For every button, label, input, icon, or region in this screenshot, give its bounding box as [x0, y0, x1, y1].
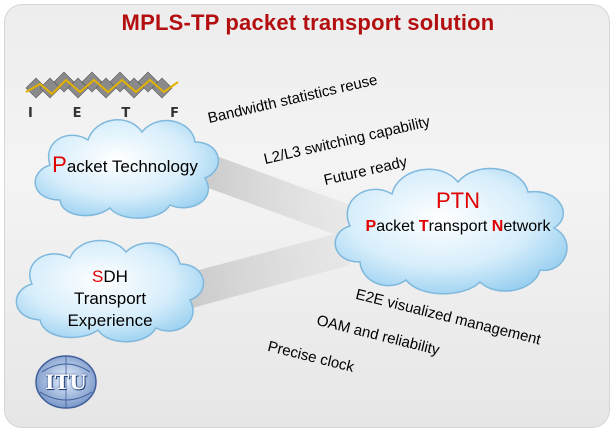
sdh-rest: DH [103, 267, 128, 286]
sdh-initial: S [92, 267, 104, 286]
ietf-logo-letters: I E T F [28, 106, 180, 121]
ptn-w2-initial: T [418, 218, 429, 235]
cloud-packet-shape [34, 119, 220, 219]
sdh-line2: Transport [73, 289, 147, 308]
ptn-w1-initial: P [365, 218, 377, 235]
itu-logo [35, 355, 97, 409]
ietf-letter: I [28, 106, 34, 121]
ietf-letter: E [72, 106, 83, 121]
cloud-ptn-shape [334, 167, 568, 295]
ptn-w1-rest: acket [376, 218, 419, 235]
cloud-packet-label: Packet Technology [30, 152, 220, 178]
cloud-sdh-label: SDH Transport Experience [30, 266, 190, 332]
ptn-abbr: PTN [436, 188, 480, 213]
packet-rest: acket Technology [66, 157, 198, 176]
ietf-letter: F [170, 106, 180, 121]
beam-sdh [180, 230, 350, 310]
ptn-w3-rest: etwork [503, 218, 551, 235]
ptn-w2-rest: ransport [428, 218, 492, 235]
slide-title: MPLS-TP packet transport solution [121, 10, 495, 35]
ietf-logo [25, 71, 179, 99]
sdh-line3: Experience [67, 311, 153, 330]
beam-packet [200, 150, 350, 240]
ietf-letter: T [121, 106, 132, 121]
cloud-sdh-shape [15, 239, 205, 343]
ptn-w3-initial: N [491, 218, 504, 235]
itu-logo-text: ITU [45, 370, 87, 394]
cloud-ptn-label: PTN Packet Transport Network [338, 188, 578, 236]
packet-initial: P [52, 152, 67, 177]
ptn-full-name: Packet Transport Network [338, 218, 578, 236]
